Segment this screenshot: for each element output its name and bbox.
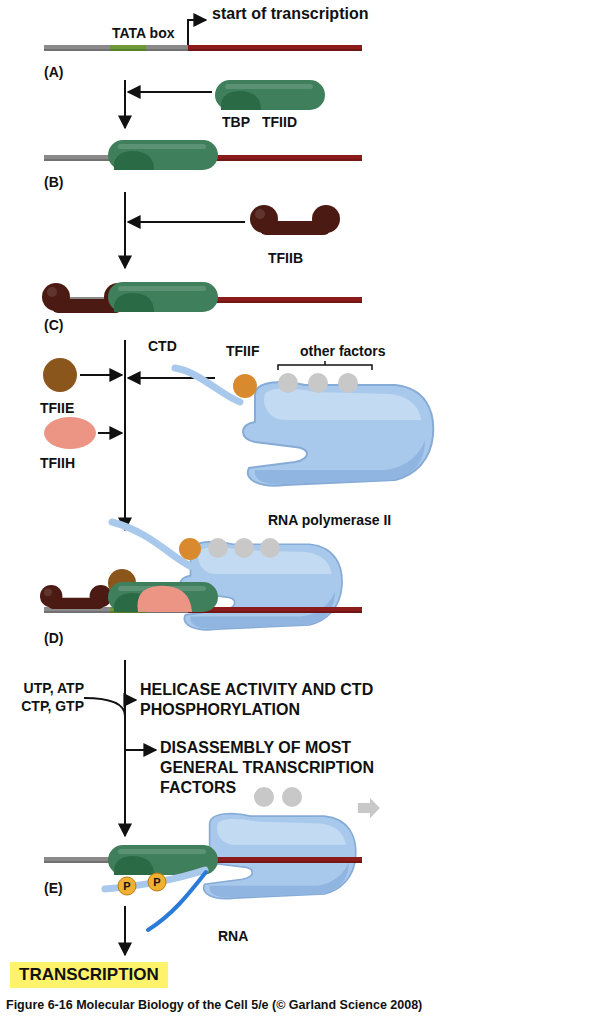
result-box: TRANSCRIPTION (10, 962, 168, 988)
protein-label: other factors (300, 343, 386, 361)
protein-label: TFIIB (268, 250, 303, 268)
panel-letter: (B) (44, 174, 63, 192)
rna-label: RNA (218, 928, 248, 946)
phosphate-mark: P (148, 874, 166, 890)
protein-label: TFIIF (226, 343, 259, 361)
step-label: HELICASE ACTIVITY AND CTD PHOSPHORYLATIO… (140, 680, 430, 720)
nucleotide-label: UTP, ATP CTP, GTP (8, 680, 84, 715)
panel-letter: (C) (44, 317, 63, 335)
panel-letter: (D) (44, 630, 63, 648)
step-label: start of transcription (212, 4, 368, 24)
node-text: TRANSCRIPTION (19, 965, 159, 985)
step-label: DISASSEMBLY OF MOST GENERAL TRANSCRIPTIO… (160, 738, 410, 798)
phosphate-mark: P (118, 878, 136, 894)
protein-label: CTD (148, 338, 177, 356)
region-label: TATA box (112, 25, 174, 43)
protein-label: TFIID (262, 114, 297, 132)
panel-letter: (E) (44, 880, 63, 898)
figure-caption: Figure 6-16 Molecular Biology of the Cel… (6, 998, 422, 1012)
protein-label: TFIIE (40, 400, 74, 418)
protein-label: RNA polymerase II (268, 512, 391, 530)
panel-letter: (A) (44, 64, 63, 82)
protein-label: TFIIH (40, 455, 75, 473)
protein-label: TBP (222, 114, 250, 132)
